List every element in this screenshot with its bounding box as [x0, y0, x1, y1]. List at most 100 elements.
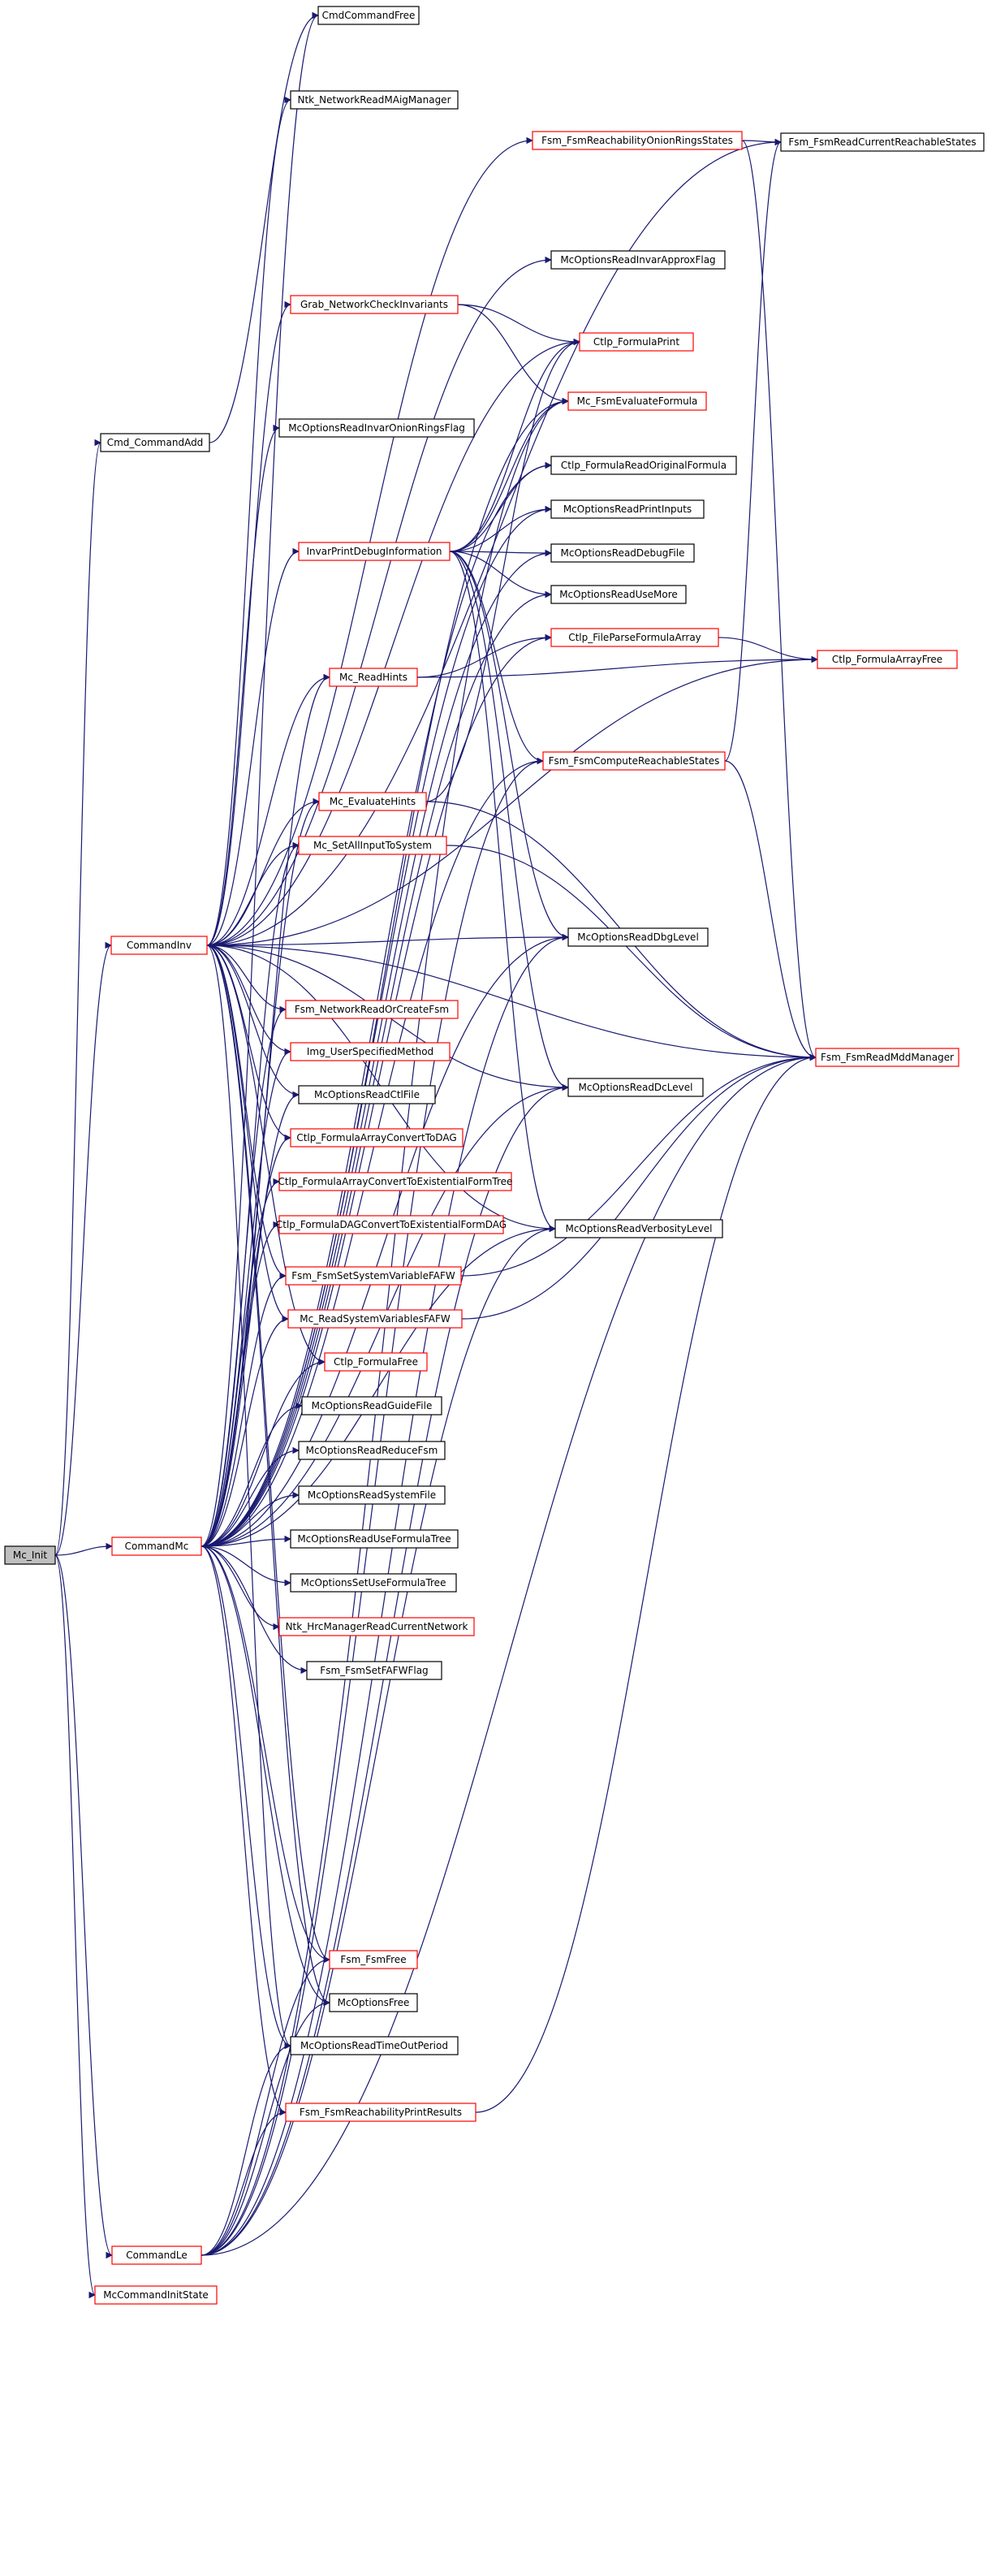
node-mc_evaluatehints[interactable]: Mc_EvaluateHints: [318, 792, 427, 811]
edge-invarprintdebuginformation-to-mcoptionsreadusemore: [449, 551, 552, 599]
node-label: Fsm_FsmComputeReachableStates: [549, 755, 720, 767]
node-fsm_fsmsetsystemvariablefafw[interactable]: Fsm_FsmSetSystemVariableFAFW: [285, 1266, 462, 1286]
node-mccommandinitstate[interactable]: McCommandInitState: [94, 2285, 218, 2305]
node-fsm_fsmreadmddmanager[interactable]: Fsm_FsmReadMddManager: [815, 1048, 959, 1067]
edge-mc_init-to-commandinv: [54, 941, 112, 1556]
node-label: McOptionsReadDcLevel: [579, 1082, 693, 1093]
node-grab_networkcheckinvariants[interactable]: Grab_NetworkCheckInvariants: [290, 295, 459, 314]
node-ctlp_formulaprint[interactable]: Ctlp_FormulaPrint: [579, 332, 694, 352]
edge-invarprintdebuginformation-to-mcoptionsreadverbositylevel: [449, 551, 556, 1233]
edge-mc_readsystemvariablesfafw-to-fsm_fsmreadmddmanager: [461, 1053, 817, 1320]
node-label: McOptionsReadTimeOutPeriod: [300, 2040, 448, 2051]
edge-commandinv-to-fsm_fsmreadcurrentreachablestates: [206, 138, 782, 946]
node-box: [554, 1219, 723, 1238]
node-label: McOptionsReadVerbosityLevel: [565, 1223, 712, 1234]
node-ctlp_formulaarrayconverttodag[interactable]: Ctlp_FormulaArrayConvertToDAG: [290, 1128, 464, 1148]
edge-commandinv-to-ntk_networkreadmaigmanager: [206, 96, 291, 946]
edge-commandinv-to-fsm_fsmreadmddmanager: [206, 944, 817, 1061]
node-mc_readsystemvariablesfafw[interactable]: Mc_ReadSystemVariablesFAFW: [287, 1309, 463, 1329]
edge-commandle-to-mcoptionsreaddbglevel: [200, 933, 569, 2256]
node-label: Grab_NetworkCheckInvariants: [300, 299, 448, 310]
edge-commandinv-to-ctlp_formulaarrayfree: [206, 655, 818, 946]
node-fsm_fsmsetfafwflag: Fsm_FsmSetFAFWFlag: [306, 1661, 442, 1680]
node-box: [817, 650, 958, 669]
edge-commandmc-to-fsm_fsmreachabilityprintresults: [200, 1545, 287, 2116]
node-fsm_networkreadorcreatefsm[interactable]: Fsm_NetworkReadOrCreateFsm: [285, 1000, 459, 1019]
node-commandmc[interactable]: CommandMc: [111, 1537, 202, 1556]
node-label: McOptionsReadDbgLevel: [577, 931, 699, 943]
node-mcoptionsreadtimeoutperiod: McOptionsReadTimeOutPeriod: [290, 2036, 459, 2055]
node-ctlp_formuladagconverttoexistentialformdag[interactable]: Ctlp_FormulaDAGConvertToExistentialFormD…: [276, 1215, 507, 1234]
node-label: CommandMc: [125, 1541, 189, 1552]
edge-commandinv-to-fsm_fsmsetsystemvariablefafw: [206, 944, 287, 1280]
edge-mc_setallinputtosystem-to-fsm_fsmreadmddmanager: [446, 845, 817, 1061]
node-box: [285, 1266, 462, 1286]
node-ctlp_formulaarrayfree[interactable]: Ctlp_FormulaArrayFree: [817, 650, 958, 669]
node-label: Mc_Init: [13, 1549, 47, 1561]
node-fsm_fsmreachabilityonionringsstates[interactable]: Fsm_FsmReachabilityOnionRingsStates: [532, 131, 743, 150]
node-box: [567, 1078, 704, 1097]
node-commandinv[interactable]: CommandInv: [110, 936, 208, 955]
node-ctlp_formulaarrayconverttoexistentialformtree[interactable]: Ctlp_FormulaArrayConvertToExistentialFor…: [278, 1172, 513, 1191]
node-box: [278, 1172, 512, 1191]
node-box: [298, 1441, 446, 1460]
edge-commandmc-to-mcoptionsreadtimeoutperiod: [200, 1545, 291, 2050]
node-box: [278, 418, 475, 438]
edge-mc_init-to-mccommandinitstate: [54, 1554, 96, 2298]
node-ntk_hrcmanagerreadcurrentnetwork[interactable]: Ntk_HrcManagerReadCurrentNetwork: [278, 1617, 475, 1636]
edge-commandle-to-fsm_fsmreachabilityprintresults: [200, 2108, 287, 2256]
node-box: [290, 90, 459, 110]
call-nodes: Mc_InitCmd_CommandAddCommandInvCommandMc…: [4, 6, 985, 2305]
edge-commandle-to-fsm_fsmfree: [200, 1956, 330, 2256]
node-box: [567, 391, 707, 411]
node-box: [550, 250, 726, 270]
node-mc_readhints[interactable]: Mc_ReadHints: [329, 668, 418, 687]
node-box: [285, 2103, 476, 2122]
edge-mc_init-to-cmd_commandadd: [54, 439, 101, 1556]
node-ctlp_fileparseformulaarray[interactable]: Ctlp_FileParseFormulaArray: [550, 628, 719, 647]
edge-commandmc-to-mcoptionsreadctlfile: [200, 1091, 300, 1547]
edge-mc_readhints-to-ctlp_fileparseformulaarray: [416, 633, 552, 678]
node-label: Mc_SetAllInputToSystem: [313, 840, 432, 851]
node-box: [4, 1545, 56, 1565]
edge-fsm_fsmreachabilityprintresults-to-fsm_fsmreadmddmanager: [475, 1053, 817, 2113]
edge-commandinv-to-mcoptionsfree: [206, 944, 330, 2007]
node-label: McOptionsSetUseFormulaTree: [301, 1577, 446, 1588]
node-label: McOptionsReadUseMore: [559, 589, 678, 600]
edge-commandmc-to-fsm_fsmfree: [200, 1545, 330, 1964]
edge-invarprintdebuginformation-to-mcoptionsreaddebugfile: [449, 549, 552, 557]
node-box: [290, 2036, 459, 2055]
edge-commandmc-to-fsm_fsmsetfafwflag: [200, 1545, 308, 1675]
node-mc_setallinputtosystem[interactable]: Mc_SetAllInputToSystem: [298, 836, 447, 855]
node-mc_fsmevaluateformula[interactable]: Mc_FsmEvaluateFormula: [567, 391, 707, 411]
node-box: [278, 1215, 504, 1234]
edge-commandmc-to-mcoptionsfree: [200, 1545, 330, 2007]
node-label: Fsm_NetworkReadOrCreateFsm: [295, 1004, 449, 1015]
node-fsm_fsmfree[interactable]: Fsm_FsmFree: [329, 1950, 418, 1969]
node-label: Mc_ReadHints: [339, 672, 407, 683]
edge-commandmc-to-fsm_fsmsetsystemvariablefafw: [200, 1272, 287, 1547]
edge-commandmc-to-mc_fsmevaluateformula: [200, 397, 569, 1547]
node-mcoptionssetuseformulatree: McOptionsSetUseFormulaTree: [290, 1573, 457, 1593]
node-box: [550, 499, 705, 519]
edge-commandinv-to-mcoptionsreadctlfile: [206, 944, 300, 1099]
call-edges: [54, 11, 818, 2298]
edge-fsm_fsmcomputereachablestates-to-fsm_fsmreadcurrentreachablestates: [724, 138, 782, 762]
node-mcoptionsreaddbglevel: McOptionsReadDbgLevel: [567, 927, 709, 947]
node-mcoptionsreadctlfile: McOptionsReadCtlFile: [298, 1085, 436, 1104]
node-fsm_fsmcomputereachablestates[interactable]: Fsm_FsmComputeReachableStates: [542, 751, 726, 771]
node-box: [567, 927, 709, 947]
node-label: Img_UserSpecifiedMethod: [307, 1046, 433, 1057]
node-mcoptionsreadprintinputs: McOptionsReadPrintInputs: [550, 499, 705, 519]
edge-commandmc-to-fsm_networkreadorcreatefsm: [200, 1005, 287, 1547]
edge-commandmc-to-mcoptionsreaddbglevel: [200, 933, 569, 1547]
node-ctlp_formulafree[interactable]: Ctlp_FormulaFree: [324, 1352, 428, 1372]
edge-commandinv-to-mc_setallinputtosystem: [206, 841, 300, 946]
node-fsm_fsmreachabilityprintresults[interactable]: Fsm_FsmReachabilityPrintResults: [285, 2103, 476, 2122]
node-label: Fsm_FsmSetFAFWFlag: [320, 1665, 428, 1676]
node-commandle[interactable]: CommandLe: [111, 2245, 202, 2265]
node-invarprintdebuginformation[interactable]: InvarPrintDebugInformation: [298, 542, 451, 561]
node-img_userspecifiedmethod[interactable]: Img_UserSpecifiedMethod: [290, 1042, 451, 1061]
node-box: [579, 332, 694, 352]
node-label: McOptionsReadSystemFile: [308, 1489, 436, 1501]
